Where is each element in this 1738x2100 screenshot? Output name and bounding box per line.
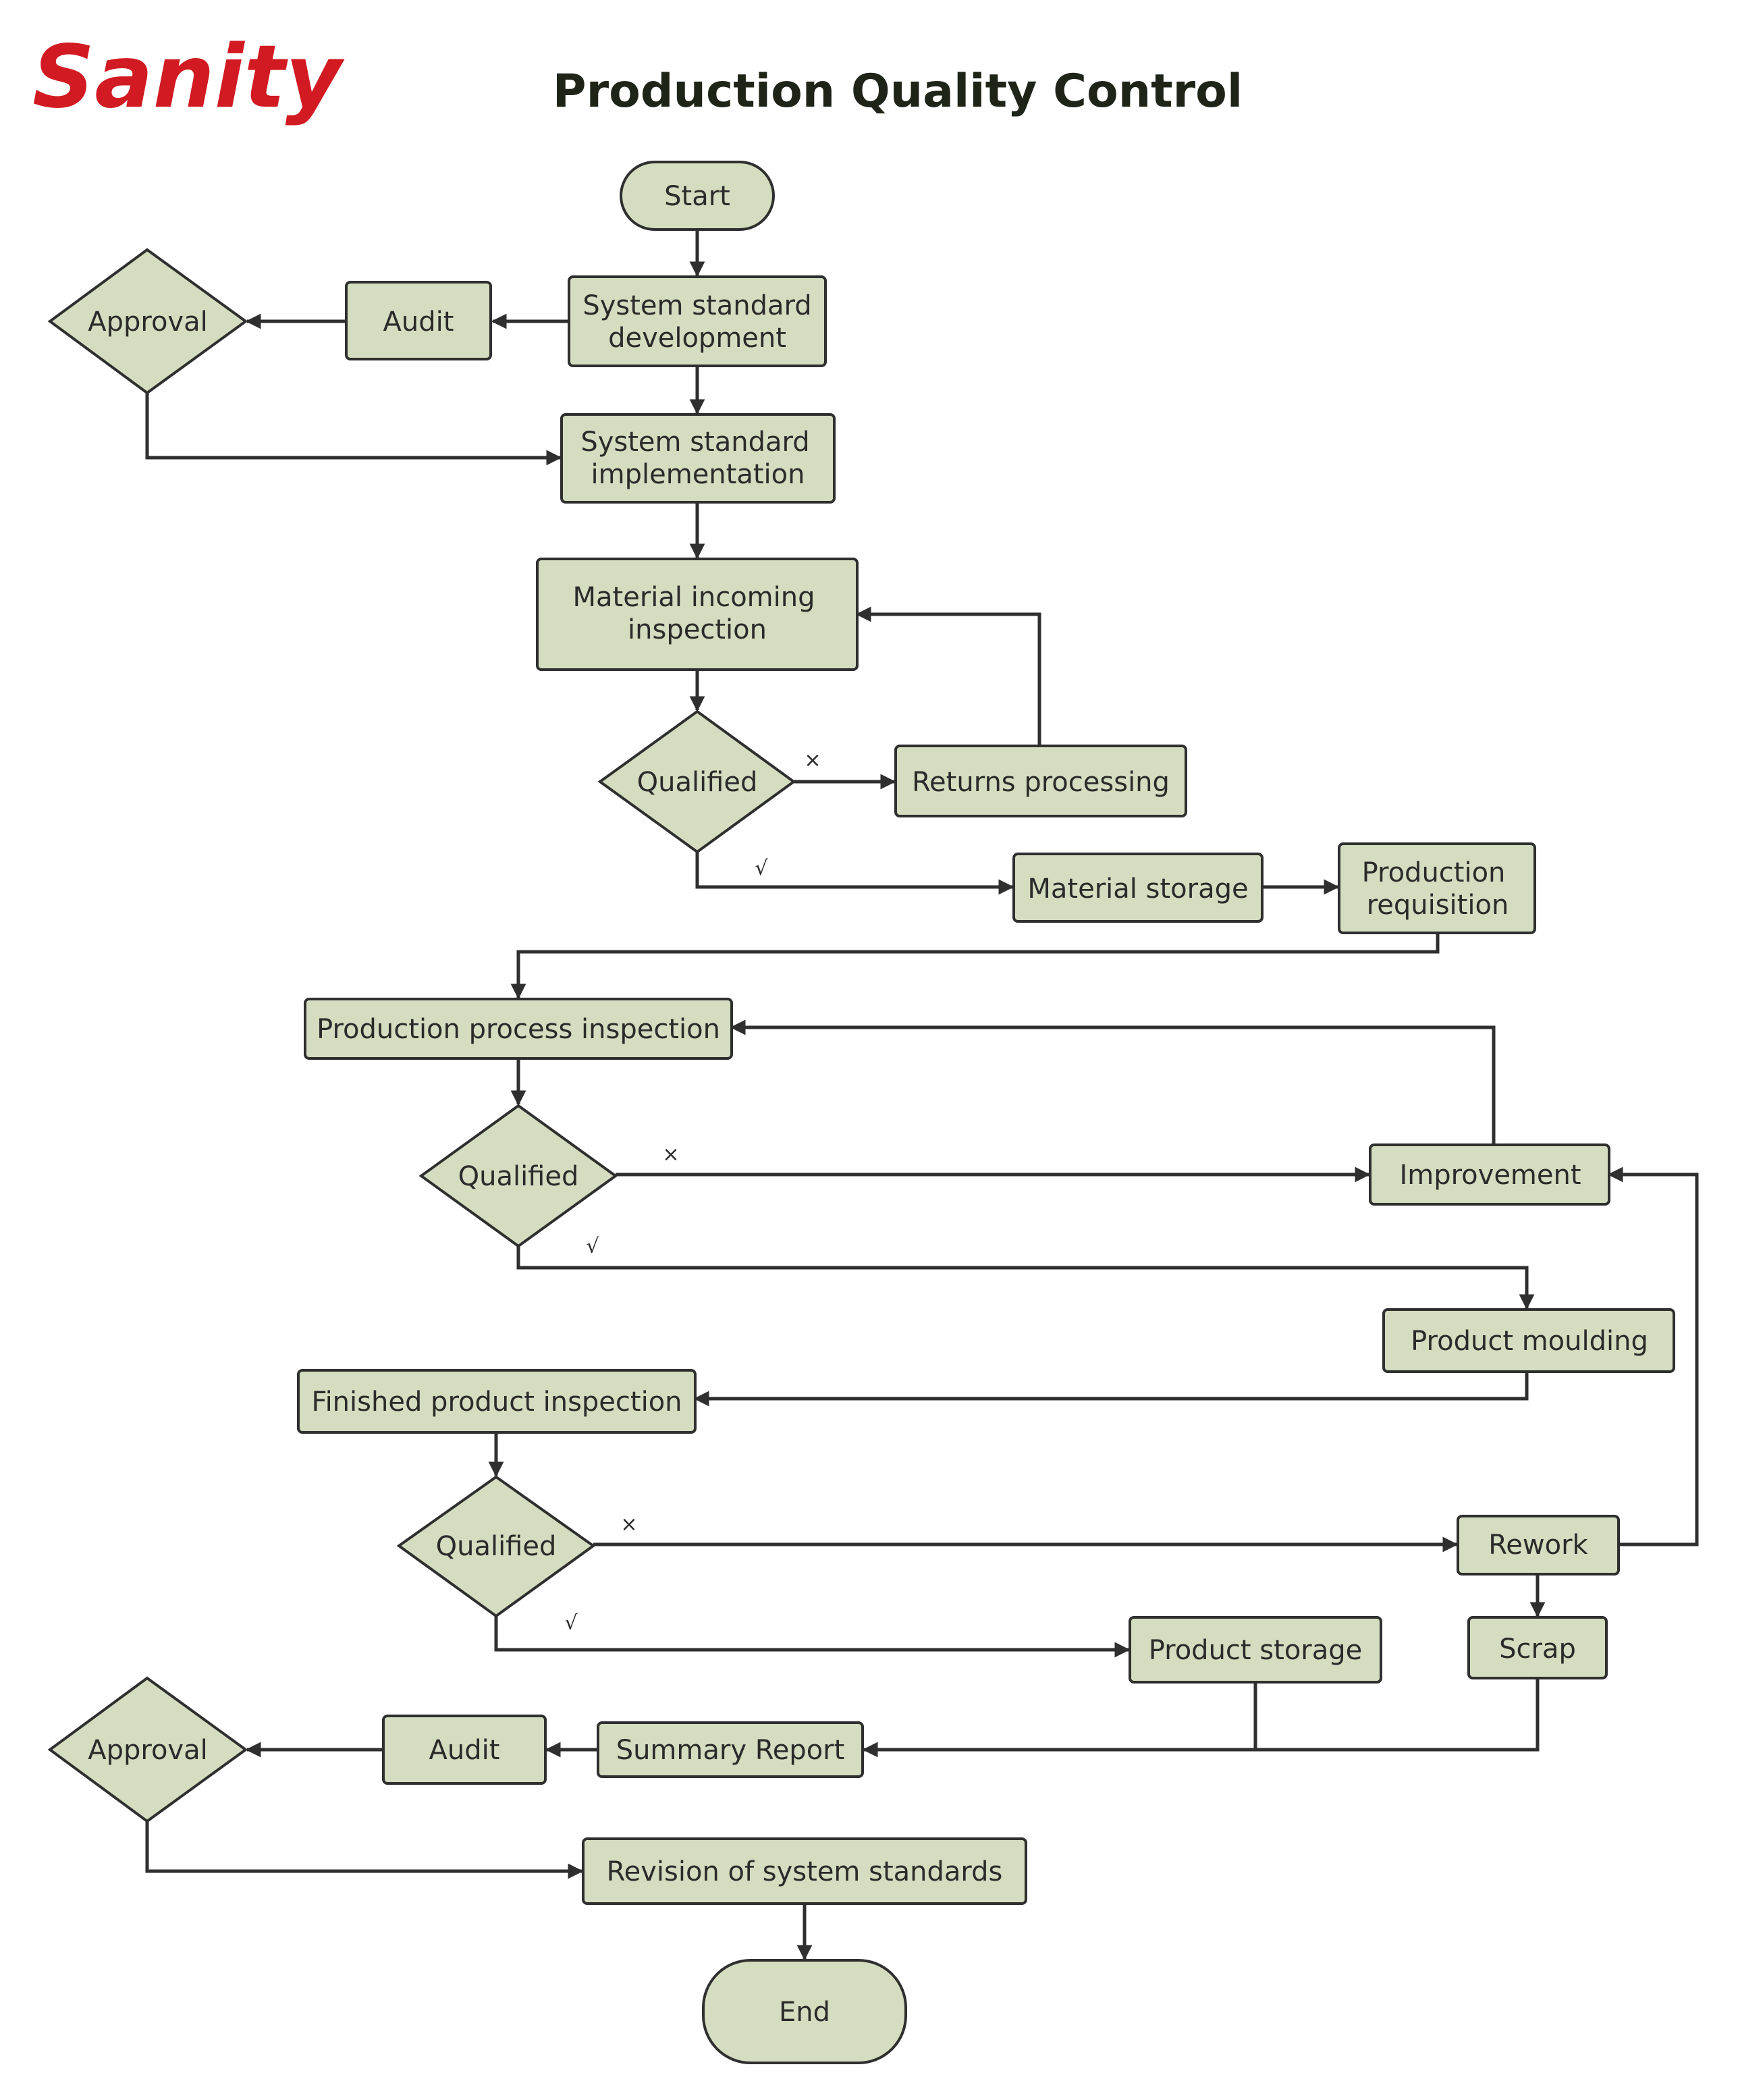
system-standard-development-line1: System standard xyxy=(582,290,811,321)
product-storage-label: Product storage xyxy=(1149,1635,1363,1666)
qualified-finished-label: Qualified xyxy=(436,1531,557,1562)
production-requisition-box: Production requisition xyxy=(1338,842,1536,934)
audit-bottom-box: Audit xyxy=(382,1715,547,1785)
product-moulding-label: Product moulding xyxy=(1411,1326,1648,1357)
start-terminal: Start xyxy=(620,161,775,231)
revision-of-system-standards-label: Revision of system standards xyxy=(607,1856,1003,1887)
edge-approval-to-revision xyxy=(145,1821,584,1879)
improvement-label: Improvement xyxy=(1399,1160,1581,1191)
brand-logo: Sanity xyxy=(32,27,345,128)
production-requisition-line2: requisition xyxy=(1367,890,1509,921)
edge-approval-to-implementation xyxy=(145,393,562,466)
edge-requisition-to-process-inspection xyxy=(510,933,1440,1000)
revision-of-system-standards-box: Revision of system standards xyxy=(582,1837,1027,1905)
audit-top-label: Audit xyxy=(383,306,454,338)
returns-processing-box: Returns processing xyxy=(894,745,1187,817)
approval-bottom-label: Approval xyxy=(88,1735,207,1766)
edge-qualified-to-product-storage xyxy=(494,1615,1131,1658)
edge-moulding-to-finished-inspection xyxy=(693,1372,1529,1407)
scrap-label: Scrap xyxy=(1499,1634,1576,1665)
no-mark-finished: × xyxy=(620,1513,637,1536)
qualified-process-label: Qualified xyxy=(458,1161,579,1192)
product-moulding-box: Product moulding xyxy=(1382,1308,1675,1373)
improvement-box: Improvement xyxy=(1369,1143,1610,1206)
production-process-inspection-label: Production process inspection xyxy=(317,1014,720,1045)
summary-report-label: Summary Report xyxy=(616,1735,845,1766)
qualified-material-diamond: Qualified xyxy=(597,709,796,854)
production-requisition-line1: Production xyxy=(1362,857,1506,888)
edge-returns-to-incoming xyxy=(855,606,1041,745)
audit-bottom-label: Audit xyxy=(429,1735,500,1766)
approval-top-diamond: Approval xyxy=(47,248,248,395)
yes-mark-process: √ xyxy=(586,1235,599,1258)
end-label: End xyxy=(779,1997,830,2028)
qualified-process-diamond: Qualified xyxy=(418,1104,618,1248)
edge-qualified-to-moulding xyxy=(516,1245,1535,1310)
approval-top-label: Approval xyxy=(88,306,207,338)
scrap-box: Scrap xyxy=(1467,1616,1608,1679)
no-mark-material: × xyxy=(804,749,821,772)
material-storage-box: Material storage xyxy=(1012,853,1264,923)
edge-improvement-to-process-inspection xyxy=(730,1019,1496,1143)
production-process-inspection-box: Production process inspection xyxy=(304,998,733,1060)
system-standard-development-line2: development xyxy=(608,323,786,354)
yes-mark-finished: √ xyxy=(564,1611,578,1635)
returns-processing-label: Returns processing xyxy=(912,767,1170,798)
page-title: Production Quality Control xyxy=(553,65,1243,118)
material-incoming-inspection-line1: Material incoming xyxy=(573,582,815,613)
connectors xyxy=(145,230,1699,1961)
edge-scrap-to-summary xyxy=(862,1678,1540,1758)
qualified-material-label: Qualified xyxy=(637,767,758,798)
system-standard-implementation-line2: implementation xyxy=(591,459,805,490)
system-standard-implementation-box: System standard implementation xyxy=(560,413,836,504)
audit-top-box: Audit xyxy=(345,281,492,360)
rework-label: Rework xyxy=(1488,1530,1588,1561)
finished-product-inspection-label: Finished product inspection xyxy=(311,1386,682,1418)
no-mark-process: × xyxy=(662,1143,679,1166)
material-incoming-inspection-box: Material incoming inspection xyxy=(536,558,859,671)
edge-qualified-to-material-storage xyxy=(695,853,1014,895)
start-label: Start xyxy=(664,181,730,212)
rework-box: Rework xyxy=(1457,1515,1620,1576)
edge-rework-to-improvement xyxy=(1607,1166,1699,1546)
yes-mark-material: √ xyxy=(755,857,768,880)
system-standard-development-box: System standard development xyxy=(568,275,827,367)
product-storage-box: Product storage xyxy=(1129,1616,1382,1684)
system-standard-implementation-line1: System standard xyxy=(580,427,809,458)
material-incoming-inspection-line2: inspection xyxy=(628,614,767,645)
end-terminal: End xyxy=(702,1959,907,2064)
material-storage-label: Material storage xyxy=(1027,873,1248,905)
finished-product-inspection-box: Finished product inspection xyxy=(297,1369,697,1434)
summary-report-box: Summary Report xyxy=(597,1721,864,1778)
qualified-finished-diamond: Qualified xyxy=(396,1475,596,1618)
approval-bottom-diamond: Approval xyxy=(47,1676,248,1823)
